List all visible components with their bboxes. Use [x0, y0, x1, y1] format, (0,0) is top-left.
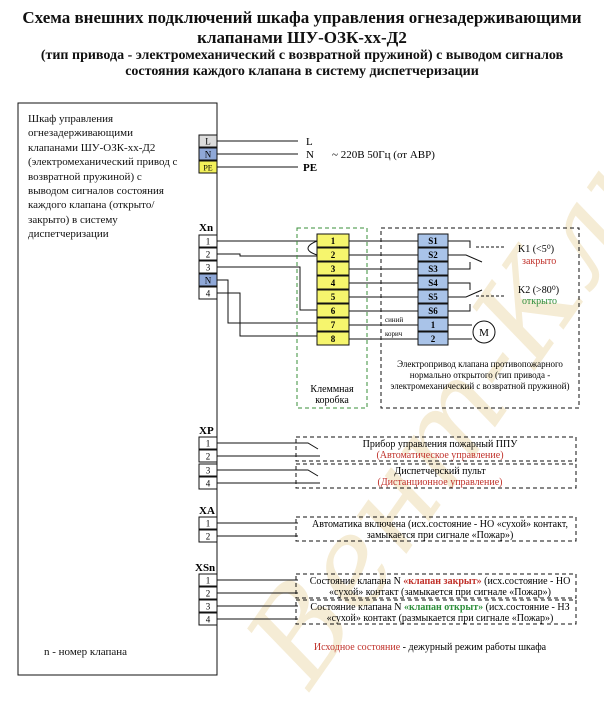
xp-block: XP 1 2 3 4 Прибор управления пожарный ПП…	[198, 425, 577, 490]
jb-terminal: 8	[331, 334, 336, 344]
jb-terminal: 1	[331, 236, 336, 246]
actuator-desc-3: электромеханический с возвратной пружино…	[391, 381, 570, 391]
xa-name: XA	[199, 505, 215, 517]
xn-terminal: 1	[206, 237, 211, 247]
xa-terminal: 1	[206, 519, 211, 529]
k2-label: K2 (>80⁰)	[518, 285, 559, 296]
switch-label: S4	[428, 278, 438, 288]
switch-label: S1	[428, 236, 438, 246]
actuator-desc-2: нормально открытого (тип привода -	[410, 370, 551, 380]
jb-terminal: 6	[331, 306, 336, 316]
motor-terminal: 2	[431, 334, 436, 344]
title-main: Схема внешних подключений шкафа управлен…	[0, 8, 604, 48]
xs-terminal: 1	[206, 576, 211, 586]
title-line-3: (тип привода - электромеханический с воз…	[40, 48, 564, 63]
motor-label: M	[479, 327, 489, 339]
xs-block: XSn 1 2 3 4 Состояние клапана N «клапан …	[195, 562, 577, 626]
xs-name: XSn	[195, 562, 215, 574]
k1-label: K1 (<5⁰)	[518, 244, 554, 255]
switch-label: S2	[428, 250, 438, 260]
k2-state: открыто	[522, 296, 557, 307]
jb-terminal: 4	[331, 278, 336, 288]
terminal-label: PE	[203, 164, 212, 173]
title-line-1: Схема внешних подключений шкафа управлен…	[22, 8, 582, 27]
xs-open-text-2: «сухой» контакт (размыкается при сигнале…	[327, 613, 554, 624]
xp-terminal: 4	[206, 479, 211, 489]
cabinet-footnote: n - номер клапана	[44, 646, 128, 658]
xp-terminal: 1	[206, 439, 211, 449]
actuator: S1 S2 S3 S4 S5 S6 1 2 синий корич K1 (<5…	[380, 227, 580, 409]
xs-open-pre: Состояние клапана N	[310, 602, 404, 613]
jb-terminal: 3	[331, 264, 336, 274]
k1-state: закрыто	[522, 256, 556, 267]
power-supply: ~ 220В 50Гц (от АВР)	[332, 149, 435, 161]
jb-terminal: 2	[331, 250, 336, 260]
wiring-diagram: L N PE L N PE ~ 220В 50Гц (от АВР) Xn 1 …	[17, 102, 580, 676]
terminal-label: L	[205, 137, 211, 147]
xn-terminal: 3	[206, 263, 211, 273]
xs-closed-text: Состояние клапана N «клапан закрыт» (исх…	[310, 576, 571, 587]
title-sub: (тип привода - электромеханический с воз…	[0, 48, 604, 80]
junction-box: 1 2 3 4 5 6 7 8 Клеммная коробка	[296, 227, 418, 409]
switch-label: S6	[428, 306, 438, 316]
jb-terminal: 5	[331, 292, 336, 302]
terminal-label: N	[205, 150, 212, 160]
note-red: Исходное состояние	[314, 642, 401, 653]
power-terminals: L N PE L N PE ~ 220В 50Гц (от АВР)	[198, 134, 435, 174]
title-line-2: клапанами ШУ-ОЗК-хх-Д2	[197, 28, 407, 47]
xs-terminal: 2	[206, 589, 211, 599]
jb-terminal: 7	[331, 320, 336, 330]
xs-open-text: Состояние клапана N «клапан открыт» (исх…	[310, 602, 569, 613]
xp-terminal: 3	[206, 466, 211, 476]
xs-closed-pre: Состояние клапана N	[310, 576, 404, 587]
motor-terminal: 1	[431, 320, 436, 330]
xp-dev2-mode: (Дистанционное управление)	[378, 477, 503, 488]
initial-state-note: Исходное состояние - дежурный режим рабо…	[314, 642, 547, 653]
xa-block: XA 1 2 Автоматика включена (исх.состояни…	[198, 505, 577, 543]
xs-terminal: 4	[206, 615, 211, 625]
power-label-l: L	[306, 136, 313, 148]
xs-open-state: «клапан открыт»	[404, 602, 483, 613]
note-rest: - дежурный режим работы шкафа	[400, 642, 547, 653]
xa-text-1: Автоматика включена (исх.состояние - НО …	[312, 519, 568, 530]
actuator-desc-1: Электропривод клапана противопожарного	[397, 359, 563, 369]
xs-terminal: 3	[206, 602, 211, 612]
xs-closed-text-2: «сухой» контакт (замыкается при сигнале …	[329, 587, 551, 598]
jb-label-2: коробка	[315, 395, 349, 406]
xn-terminal: 2	[206, 250, 211, 260]
xs-closed-state: «клапан закрыт»	[403, 576, 481, 587]
xp-dev1-name: Прибор управления пожарный ППУ	[363, 439, 519, 450]
xp-terminal: 2	[206, 452, 211, 462]
motor-icon	[472, 320, 496, 344]
xa-text-2: замыкается при сигнале «Пожар»)	[367, 530, 514, 541]
xp-dev1-mode: (Автоматическое управление)	[376, 450, 503, 461]
xn-name: Xn	[199, 222, 213, 234]
switch-label: S3	[428, 264, 438, 274]
cabinet-outline	[17, 102, 218, 676]
wire-blue-label: синий	[385, 316, 403, 324]
jb-label-1: Клеммная	[310, 384, 354, 395]
power-label-pe: PE	[303, 162, 317, 174]
xp-dev2-name: Диспетчерский пульт	[394, 466, 486, 477]
power-label-n: N	[306, 149, 314, 161]
xp-name: XP	[199, 425, 214, 437]
xn-terminal: N	[205, 276, 212, 286]
xn-block: Xn 1 2 3 N 4	[198, 222, 317, 337]
title-line-4: состояния каждого клапана в систему дисп…	[125, 64, 479, 79]
cabinet-description: Шкаф управления огнезадерживающими клапа…	[28, 113, 178, 241]
xa-terminal: 2	[206, 532, 211, 542]
xn-terminal: 4	[206, 289, 211, 299]
wire-brown-label: корич	[385, 330, 403, 338]
xs-closed-post: (исх.состояние - НО	[482, 576, 571, 587]
switch-label: S5	[428, 292, 438, 302]
xs-open-post: (исх.состояние - НЗ	[483, 602, 569, 613]
